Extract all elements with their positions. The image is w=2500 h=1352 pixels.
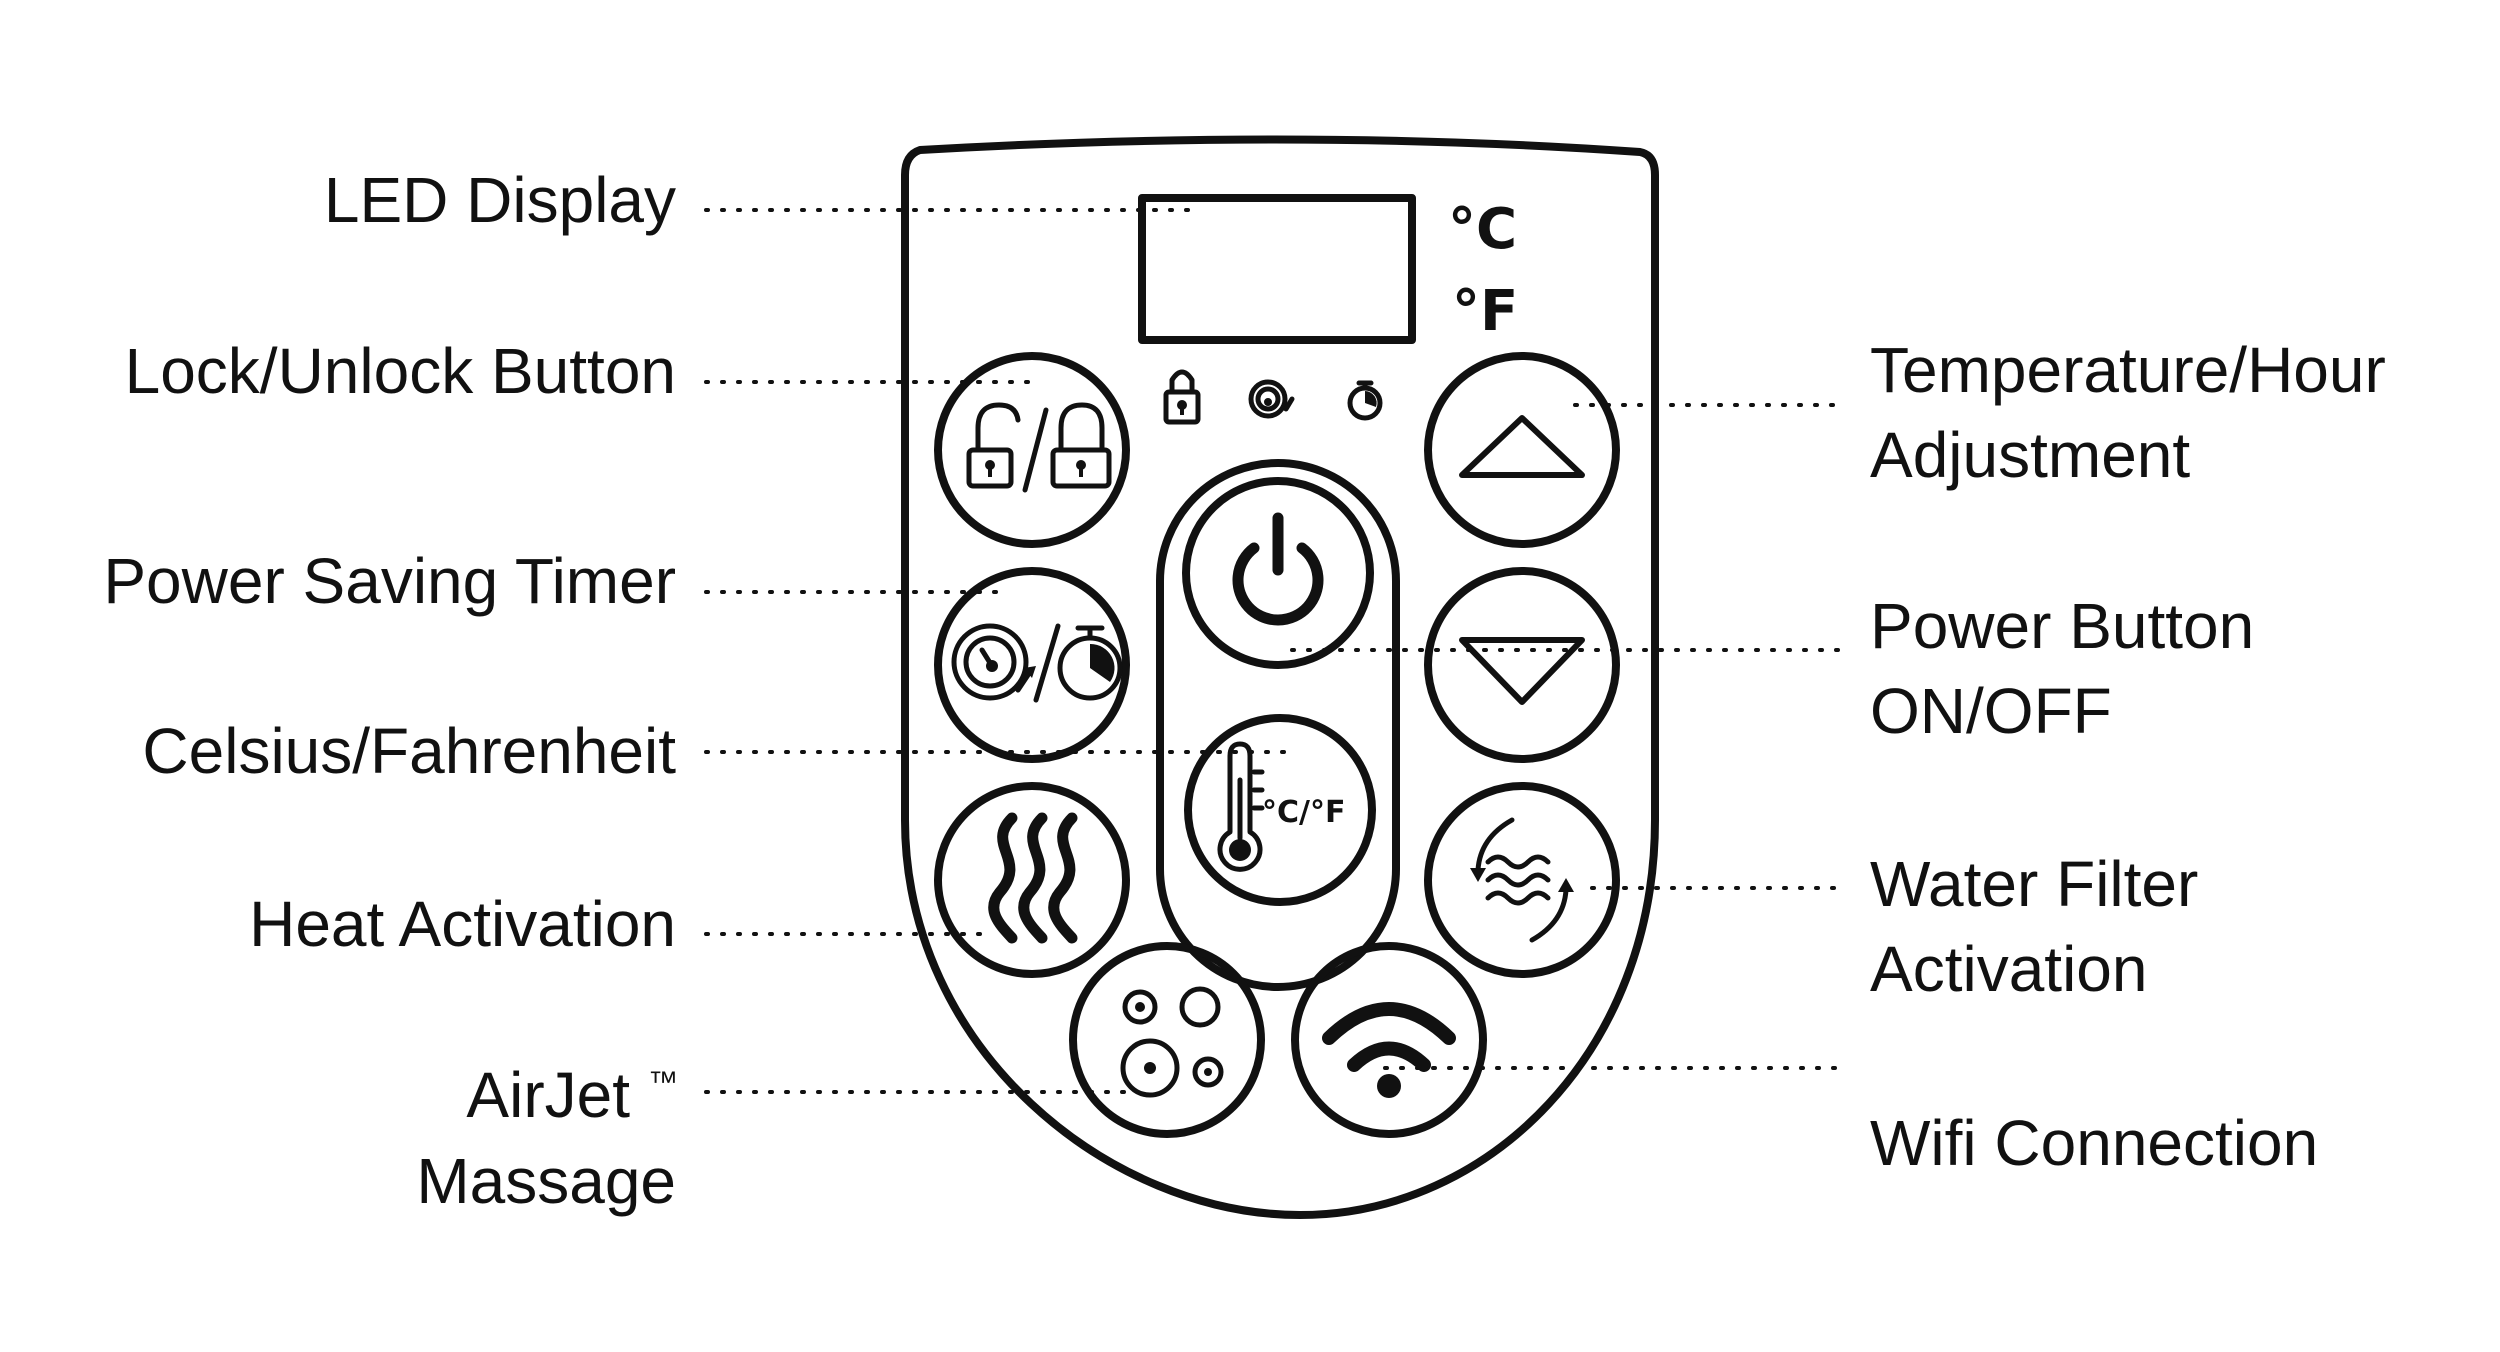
filter-button-ring xyxy=(1424,782,1620,978)
center-pill xyxy=(1156,459,1400,991)
left-labels: LED Display Lock/Unlock Button Power Sav… xyxy=(103,164,678,1217)
stopwatch-icon xyxy=(1057,625,1123,701)
heat-waves-icon xyxy=(988,812,1078,944)
timer-divider-slash xyxy=(1033,623,1061,703)
label-power-button-2: ON/OFF xyxy=(1870,675,2112,747)
right-labels: Temperature/Hour Adjustment Power Button… xyxy=(1870,334,2386,1179)
water-filter-button[interactable] xyxy=(1424,782,1620,978)
cf-button-label: °C/°F xyxy=(1262,795,1345,830)
label-led-display: LED Display xyxy=(324,164,676,236)
status-eco-timer-icon xyxy=(1248,379,1295,419)
label-water-filter-1: Water Filter xyxy=(1870,848,2198,920)
led-screen xyxy=(1138,194,1416,344)
label-wifi-connection: Wifi Connection xyxy=(1870,1107,2318,1179)
label-water-filter-2: Activation xyxy=(1870,933,2147,1005)
label-temp-hour-1: Temperature/Hour xyxy=(1870,334,2386,406)
temperature-up-button[interactable] xyxy=(1424,352,1620,548)
power-saving-button-ring xyxy=(934,567,1130,763)
label-power-button-1: Power Button xyxy=(1870,590,2254,662)
lock-divider-slash xyxy=(1022,407,1049,493)
unlock-icon xyxy=(966,402,1021,489)
label-airjet-trademark: ™ xyxy=(648,1066,678,1099)
status-icons xyxy=(1163,369,1383,425)
wifi-button-ring xyxy=(1291,942,1487,1138)
celsius-fahrenheit-button[interactable]: °C/°F xyxy=(1184,714,1376,906)
led-display: °C °F xyxy=(1138,194,1518,344)
thermometer-icon xyxy=(1217,741,1265,872)
label-airjet-massage: Massage xyxy=(416,1145,676,1217)
lock-unlock-button[interactable] xyxy=(934,352,1130,548)
power-saving-timer-button[interactable] xyxy=(934,567,1130,763)
down-button-ring xyxy=(1424,567,1620,763)
power-button-ring xyxy=(1182,477,1374,669)
status-lock-icon xyxy=(1163,369,1201,425)
bubbles-icon xyxy=(1120,986,1224,1098)
label-temp-hour-2: Adjustment xyxy=(1870,419,2190,491)
label-celsius-fahrenheit: Celsius/Fahrenheit xyxy=(142,715,676,787)
arrow-up-icon xyxy=(1459,415,1585,478)
lock-unlock-button-ring xyxy=(934,352,1130,548)
power-icon xyxy=(1232,512,1324,626)
label-heat-activation: Heat Activation xyxy=(249,888,676,960)
label-lock-unlock: Lock/Unlock Button xyxy=(125,335,676,407)
cf-button-ring xyxy=(1184,714,1376,906)
airjet-button-ring xyxy=(1069,942,1265,1138)
power-button[interactable] xyxy=(1182,477,1374,669)
arrow-down-icon xyxy=(1459,637,1585,705)
water-filter-icon xyxy=(1470,817,1574,943)
eco-timer-icon xyxy=(951,623,1036,701)
heat-activation-button[interactable] xyxy=(934,782,1130,978)
label-airjet: AirJet xyxy=(466,1059,630,1131)
status-timer-icon xyxy=(1347,380,1383,421)
airjet-massage-button[interactable] xyxy=(1069,942,1265,1138)
wifi-button[interactable] xyxy=(1291,942,1487,1138)
unit-fahrenheit: °F xyxy=(1452,279,1518,344)
temperature-down-button[interactable] xyxy=(1424,567,1620,763)
label-power-saving-timer: Power Saving Timer xyxy=(103,545,676,617)
wifi-icon xyxy=(1322,1002,1456,1098)
panel-outline xyxy=(901,135,1659,1219)
heat-button-ring xyxy=(934,782,1130,978)
unit-celsius: °C xyxy=(1448,197,1517,262)
up-button-ring xyxy=(1424,352,1620,548)
lock-icon xyxy=(1050,402,1112,489)
